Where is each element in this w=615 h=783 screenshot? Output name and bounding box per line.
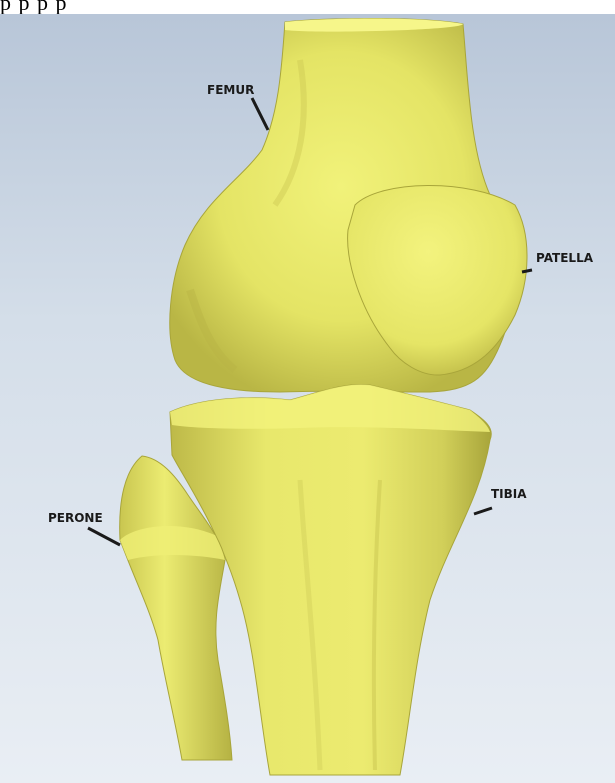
perone-leader-line (88, 528, 120, 545)
femur-leader-line (252, 98, 268, 130)
patella-label: PATELLA (536, 251, 594, 265)
perone-label: PERONE (48, 511, 103, 525)
tibia-leader-line (474, 508, 492, 514)
tibia-label: TIBIA (491, 487, 527, 501)
femur-label: FEMUR (207, 83, 254, 97)
patella-leader-line (522, 270, 532, 272)
